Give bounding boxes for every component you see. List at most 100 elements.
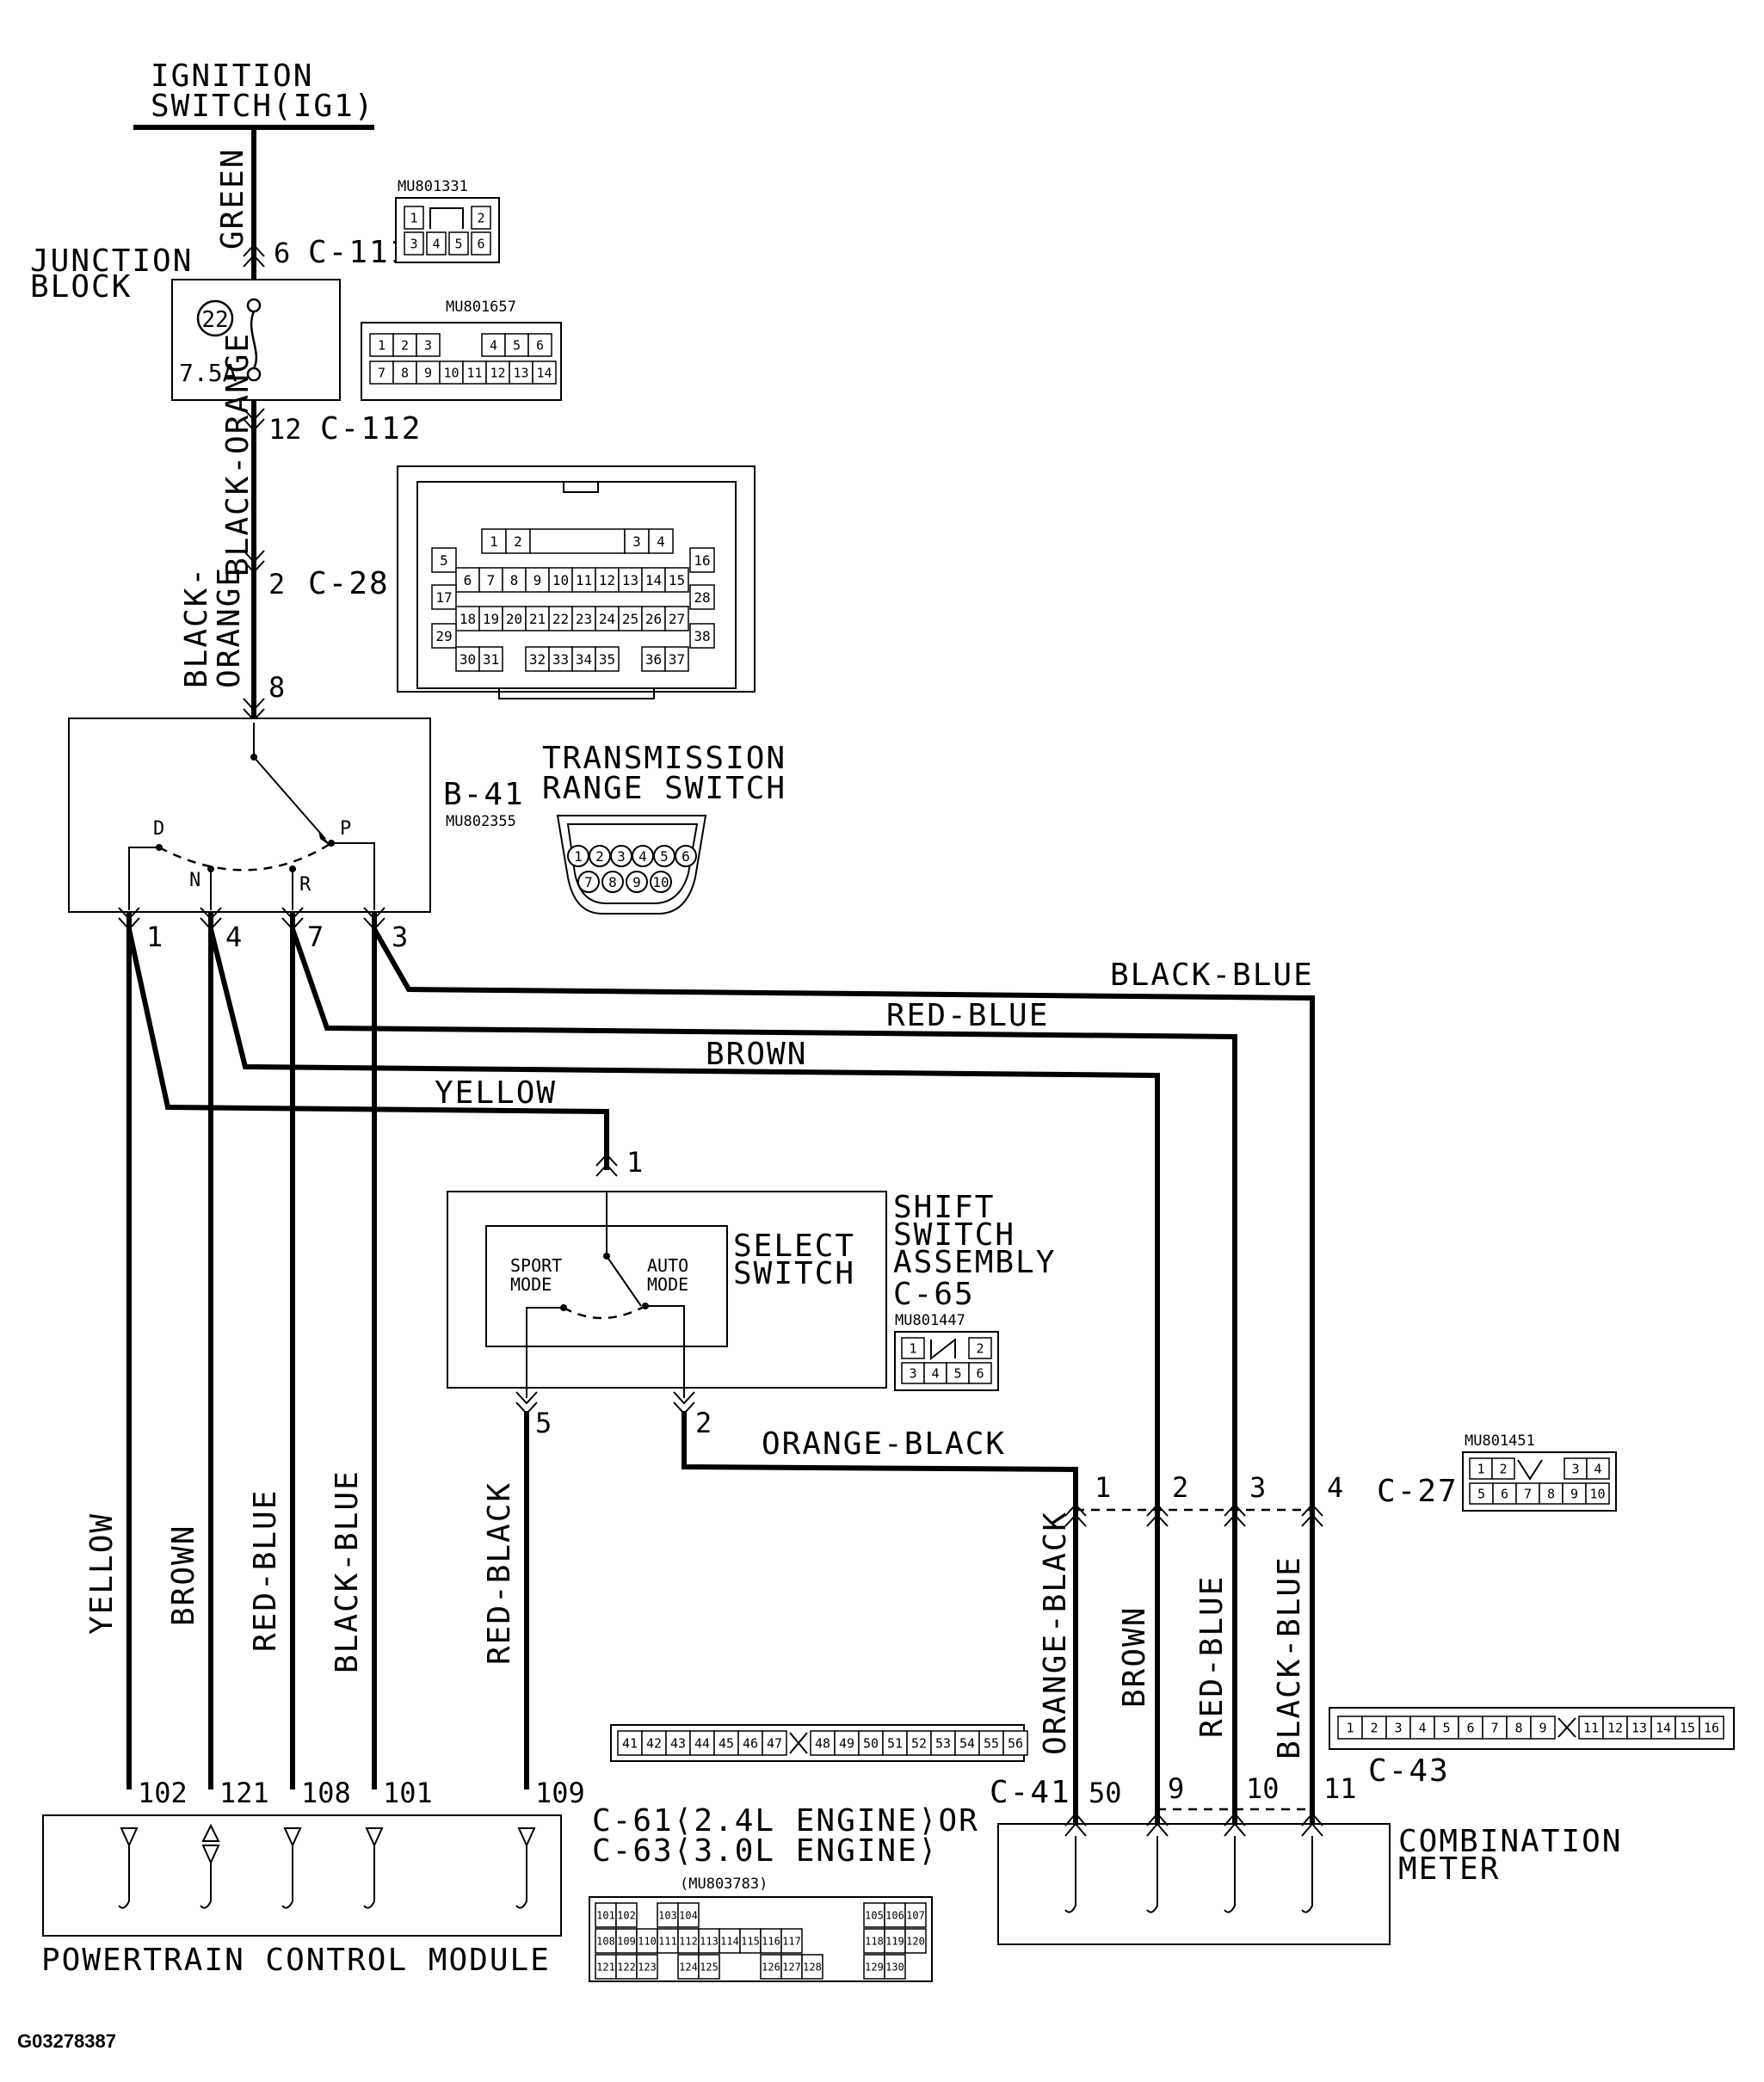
- pcm-cell: [595, 1928, 617, 1954]
- trs-travel-arc: [158, 841, 332, 872]
- c28-cell-label: 1: [490, 533, 498, 550]
- pcm-cell: [636, 1954, 658, 1980]
- meter-input-symbol: [1146, 1812, 1169, 1913]
- pcm-cell-label: 128: [803, 1961, 822, 1973]
- c28-cell: [431, 547, 457, 573]
- pcm-cell: [677, 1954, 700, 1980]
- b41-pin-label: 3: [617, 848, 626, 865]
- wire-label-black-blue-meter-vertical: BLACK-BLUE: [1272, 1555, 1307, 1759]
- c111-cell-label: 4: [432, 236, 440, 251]
- wire-label-brown-meter-vertical: BROWN: [1117, 1606, 1152, 1708]
- trs-part-number: MU802355: [446, 813, 516, 830]
- c27-cell: [1469, 1482, 1494, 1505]
- c43-cell-label: 7: [1490, 1720, 1498, 1735]
- pcm-cell: [884, 1928, 906, 1954]
- c112-cell: [416, 333, 441, 357]
- c28-cell-label: 10: [552, 572, 569, 588]
- c112-cell-label: 11: [466, 365, 482, 380]
- c41-cell: [1002, 1730, 1028, 1756]
- pcm-cell-label: 117: [782, 1935, 801, 1947]
- c27-cell-label: 5: [1477, 1486, 1485, 1501]
- wire-label-yellow: YELLOW: [435, 1075, 557, 1111]
- junction-block-conn-in: C-111: [308, 235, 410, 270]
- c28-pin: 2: [268, 568, 285, 601]
- c28-cell-label: 22: [552, 611, 569, 627]
- trs-conn-label: B-41: [443, 777, 525, 812]
- pcm-cell-label: 130: [885, 1961, 904, 1973]
- c28-cell: [595, 567, 620, 593]
- c41-cell-label: 53: [935, 1735, 951, 1751]
- c112-cell: [532, 360, 557, 385]
- c41-cell-label: 43: [670, 1735, 686, 1751]
- c112-cell: [481, 333, 506, 357]
- c43-cell: [1506, 1715, 1532, 1740]
- c111-cell-label: 5: [454, 236, 462, 251]
- c28-cell-label: 5: [440, 552, 448, 569]
- pcm-conn-line2: C-63⟨3.0L ENGINE⟩: [592, 1833, 938, 1869]
- c28-cell: [455, 606, 480, 631]
- fuse-rating: 7.5A: [179, 359, 237, 387]
- c111-cell-label: 1: [410, 210, 417, 225]
- pcm-cell-label: 104: [679, 1909, 698, 1921]
- wire-label-orange-black: ORANGE-BLACK: [762, 1426, 1006, 1462]
- c65-cell-label: 3: [909, 1365, 916, 1381]
- c27-cell-label: 3: [1571, 1461, 1579, 1476]
- trs-lead-p: [331, 842, 375, 910]
- c28-cell: [548, 646, 573, 672]
- c43-cell: [1650, 1715, 1676, 1740]
- junction-block-pin-out: 12: [268, 413, 302, 446]
- wire-label-green: GREEN: [215, 148, 250, 249]
- pcm-cell: [904, 1928, 927, 1954]
- trs-title-line1: TRANSMISSION: [542, 741, 786, 776]
- meter-pin-10: 10: [1246, 1772, 1280, 1805]
- wire-label-brown-vertical: BROWN: [166, 1525, 201, 1626]
- c27-pin-1: 1: [1095, 1471, 1111, 1504]
- wire-label-black-orange-part2: ORANGE: [212, 566, 247, 688]
- c28-cell-label: 19: [483, 611, 499, 627]
- c27-cell: [1562, 1482, 1587, 1505]
- c28-cell: [689, 623, 715, 649]
- wire-label-black-orange-upper: BLACK-ORANGE: [220, 332, 256, 576]
- c28-cell-label: 23: [576, 611, 592, 627]
- b41-pin-circle: [577, 871, 600, 893]
- c28-cell-label: 3: [632, 533, 641, 550]
- c28-cell-label: 13: [622, 572, 638, 588]
- c28-cell-label: 7: [487, 572, 496, 588]
- pcm-cell-label: 122: [617, 1961, 636, 1973]
- c112-cell: [392, 360, 417, 385]
- c28-cell: [641, 606, 666, 631]
- pcm-box: [42, 1814, 562, 1937]
- pcm-cell-label: 113: [700, 1935, 719, 1947]
- c28-key: [563, 481, 599, 493]
- c27-part-number: MU801451: [1465, 1432, 1535, 1450]
- c65-cell: [968, 1362, 992, 1384]
- c41-cell-label: 42: [646, 1735, 662, 1751]
- c112-cell-label: 7: [378, 365, 385, 380]
- wire-label-orange-black-vertical: ORANGE-BLACK: [1038, 1511, 1073, 1755]
- c41-blank-mark: [789, 1732, 808, 1754]
- trs-title-line2: RANGE SWITCH: [542, 771, 786, 806]
- wire-brown-to-meter: [208, 928, 1160, 1824]
- wire-red-blue-to-meter: [290, 928, 1237, 1824]
- trs-pin-1: 1: [146, 921, 163, 953]
- c41-cell-label: 48: [815, 1735, 830, 1751]
- c43-cell-label: 1: [1346, 1720, 1354, 1735]
- c112-cell-label: 13: [513, 365, 528, 380]
- pcm-pin-109: 109: [535, 1777, 585, 1809]
- junction-block: JUNCTION BLOCK 22 7.5A 6 C-111 12 C-112: [30, 235, 422, 447]
- pcm-cell: [884, 1954, 906, 1980]
- c28-cell: [641, 567, 666, 593]
- trs-pins: 1 4 7 3: [118, 907, 408, 953]
- junction-block-conn-out: C-112: [320, 411, 422, 447]
- terminal-mark: [595, 1153, 618, 1177]
- c27-cell: [1586, 1457, 1610, 1480]
- terminal-mark: [1146, 1503, 1169, 1527]
- c28-cell-label: 38: [694, 628, 710, 644]
- wire-label-brown: BROWN: [706, 1037, 807, 1072]
- c27-conn-label: C-27: [1377, 1474, 1459, 1509]
- c28-cell: [455, 567, 480, 593]
- meter-conn-c41: C-41: [990, 1775, 1071, 1810]
- trs-box: [68, 718, 431, 913]
